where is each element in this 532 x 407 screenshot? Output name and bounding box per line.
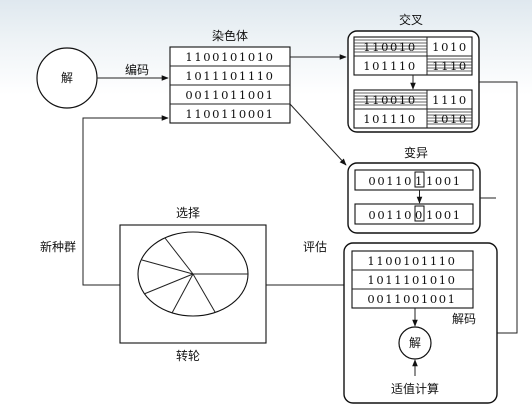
hatch-before-bottom <box>427 58 472 72</box>
encode-label: 编码 <box>125 62 149 77</box>
crossover-after-left: 110010 <box>363 93 417 107</box>
evaluation-row: 1100101110 <box>367 254 456 268</box>
hatch-before-top <box>354 39 427 53</box>
new-population-label: 新种群 <box>40 239 76 254</box>
new-population-arrow <box>82 115 169 286</box>
mutation-before-box <box>354 169 474 191</box>
crossover-title: 交叉 <box>399 12 423 27</box>
crossover-before-left: 101110 <box>363 59 417 73</box>
crossover-before-left: 110010 <box>363 40 417 54</box>
crossover-panel: 110010 1010 101110 1110 110010 1110 1011… <box>347 30 480 133</box>
mutation-after-pre: 00110 <box>368 208 413 222</box>
mutation-after-box <box>354 203 474 225</box>
chromosome-row: 1100101010 <box>185 50 274 64</box>
mutation-after-post: 1001 <box>426 208 462 222</box>
chromosome-title: 染色体 <box>212 28 248 43</box>
crossover-before-right: 1110 <box>432 59 468 73</box>
evaluation-table <box>351 250 474 309</box>
chromosome-row: 1011101110 <box>185 69 274 83</box>
evaluation-row: 0011001001 <box>367 292 456 306</box>
solution-node: 解 <box>36 47 98 109</box>
to-mutation-arrow <box>289 103 347 166</box>
mutation-before-pre: 00110 <box>368 174 413 188</box>
crossover-after-right: 1010 <box>432 112 468 126</box>
crossover-after-right: 1110 <box>432 93 468 107</box>
decoded-solution-label: 解 <box>409 336 421 350</box>
mutated-bit-marker <box>414 171 425 188</box>
evaluation-panel: 1100101110 1011101010 0011001001 解码 解 适值… <box>343 242 498 404</box>
hatch-after-top <box>354 92 427 106</box>
crossover-to-evaluation-line <box>479 81 518 334</box>
chromosome-row: 0011011001 <box>185 88 274 102</box>
crossover-after-left: 101110 <box>363 112 417 126</box>
fitness-label: 适值计算 <box>391 381 439 396</box>
decode-label: 解码 <box>452 312 476 326</box>
mutated-bit-marker <box>414 205 425 222</box>
mutation-title: 变异 <box>404 145 428 160</box>
roulette-panel: 转轮 <box>119 224 267 363</box>
mutation-panel: 00110 1 1001 00110 0 1001 <box>347 162 481 234</box>
evaluate-label: 评估 <box>303 240 327 254</box>
selection-title: 选择 <box>176 206 200 220</box>
mutation-before-bit: 1 <box>415 174 424 188</box>
roulette-sectors <box>141 237 248 314</box>
chromosome-row: 1100110001 <box>185 107 274 121</box>
mutation-before-post: 1001 <box>426 174 462 188</box>
mutation-after-bit: 0 <box>415 208 424 222</box>
solution-label: 解 <box>61 71 73 85</box>
crossover-before-right: 1010 <box>432 40 468 54</box>
roulette-label: 转轮 <box>176 348 200 363</box>
decoded-solution-circle <box>398 326 432 360</box>
hatch-after-bottom <box>427 111 472 125</box>
chromosome-table: 1100101010 1011101110 0011011001 1100110… <box>169 46 291 124</box>
evaluation-row: 1011101010 <box>367 273 456 287</box>
